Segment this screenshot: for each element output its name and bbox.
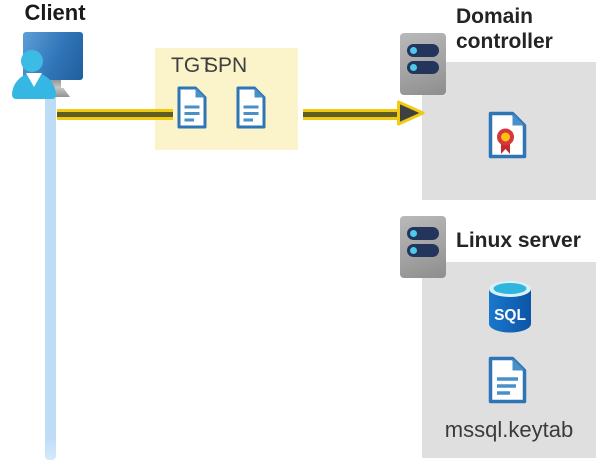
tgt-document-icon [177,86,207,129]
domain-controller-server-icon [400,33,446,95]
server-bay [407,227,439,240]
arrow-line-left [57,109,173,120]
server-led [410,230,417,237]
user-icon [21,50,43,72]
spn-label: SPN [204,54,248,77]
certificate-icon [488,111,527,159]
client-vertical-connector [45,88,56,460]
arrow-right-icon [397,100,425,126]
sql-label: SQL [494,307,526,324]
server-bay [407,61,439,74]
server-led [410,64,417,71]
linux-server-title: Linux server [456,229,581,252]
spn-document-icon [236,86,266,129]
domain-controller-title: Domain controller [456,5,553,53]
server-bay [407,44,439,57]
sql-database-icon: SQL [489,281,531,333]
keytab-filename: mssql.keytab [444,417,574,442]
server-led [410,247,417,254]
keytab-document-icon [488,356,527,404]
server-bay [407,244,439,257]
server-led [410,47,417,54]
client-title: Client [24,0,86,25]
arrow-line-right [303,109,400,120]
tgt-label: TGT [171,54,213,77]
monitor-stand-neck [48,78,61,89]
linux-server-icon [400,216,446,278]
